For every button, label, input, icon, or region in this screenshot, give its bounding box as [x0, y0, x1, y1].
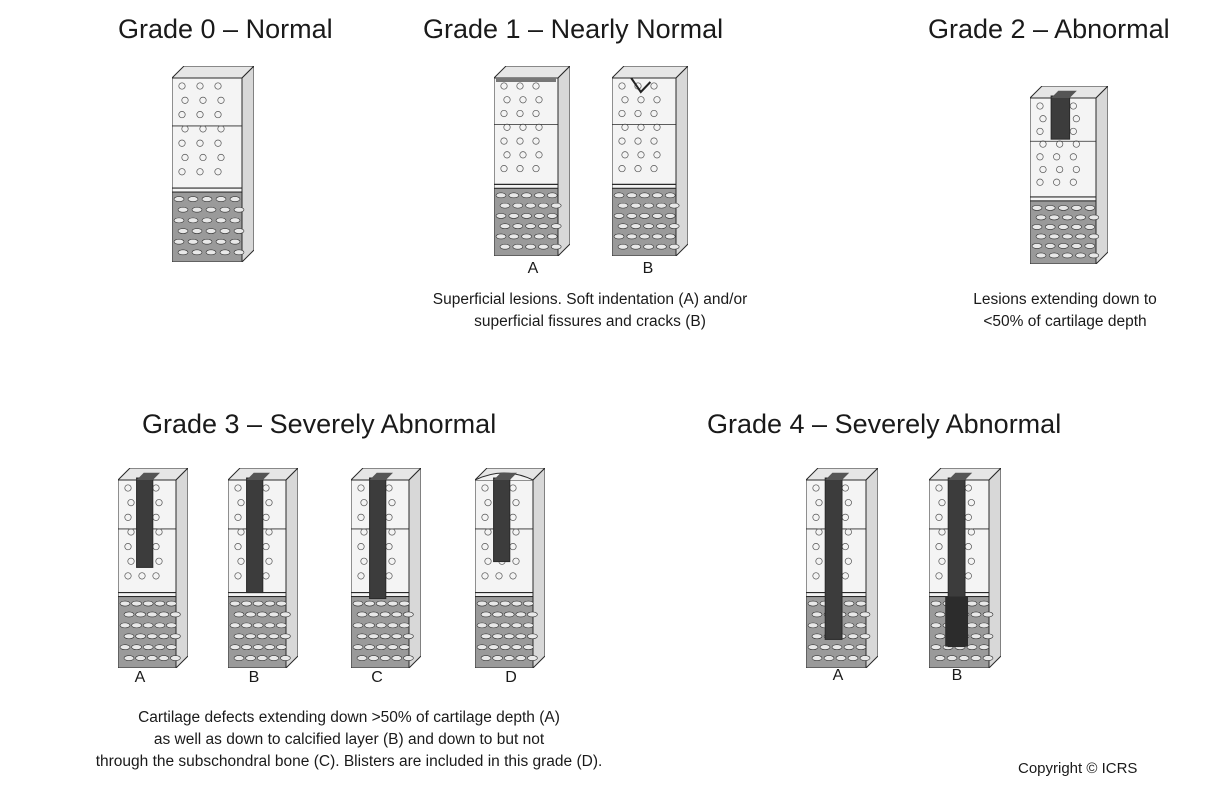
grade-4-label-b: B: [937, 667, 977, 685]
grade-3-label-c: C: [357, 669, 397, 687]
grade-1-label-a: A: [513, 260, 553, 278]
grade-1a-block: [494, 66, 570, 256]
grade-3-label-a: A: [120, 669, 160, 687]
grade-4a-block: [806, 468, 878, 668]
grade-3-title: Grade 3 – Severely Abnormal: [142, 409, 496, 440]
grade-4b-block: [929, 468, 1001, 668]
grade-3b-block: [228, 468, 298, 668]
grade-4-title: Grade 4 – Severely Abnormal: [707, 409, 1061, 440]
grade-1-label-b: B: [628, 260, 668, 278]
grade-1b-block: [612, 66, 688, 256]
grade-1-description: Superficial lesions. Soft indentation (A…: [370, 289, 810, 333]
grade-2-block: [1030, 86, 1108, 264]
copyright-notice: Copyright © ICRS: [1018, 760, 1137, 777]
grade-3d-block: [475, 468, 545, 668]
grade-4-label-a: A: [818, 667, 858, 685]
grade-3c-block: [351, 468, 421, 668]
grade-3-description: Cartilage defects extending down >50% of…: [4, 707, 694, 773]
grade-1-title: Grade 1 – Nearly Normal: [423, 14, 723, 45]
grade-2-description: Lesions extending down to <50% of cartil…: [930, 289, 1200, 333]
grade-3a-block: [118, 468, 188, 668]
grade-3-label-b: B: [234, 669, 274, 687]
grade-3-label-d: D: [491, 669, 531, 687]
grade-2-title: Grade 2 – Abnormal: [928, 14, 1170, 45]
grade-0-title: Grade 0 – Normal: [118, 14, 333, 45]
grade-0-block: [172, 66, 254, 262]
